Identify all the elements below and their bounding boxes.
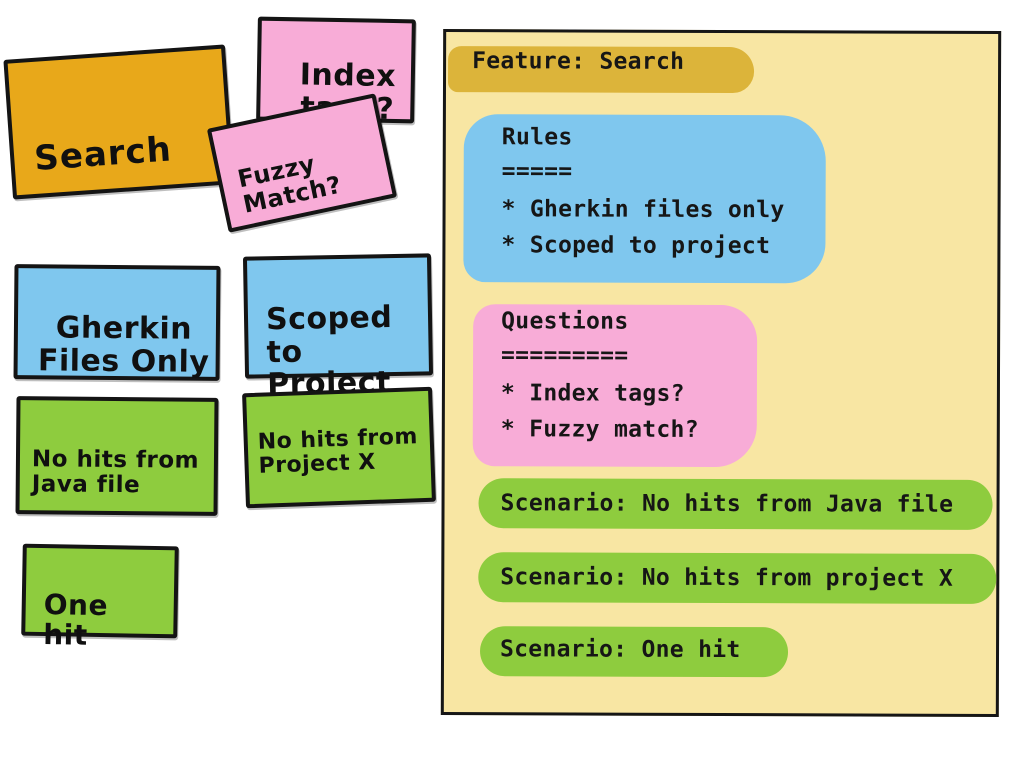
no-hits-java-card-label: No hits from Java file xyxy=(31,446,200,498)
rule-item: * Scoped to project xyxy=(501,232,771,260)
scenario-line: Scenario: One hit xyxy=(499,636,741,664)
question-item: * Fuzzy match? xyxy=(500,416,699,443)
questions-underline: ========= xyxy=(501,342,629,369)
scoped-to-project-card: Scoped to Project xyxy=(242,253,434,402)
one-hit-card: One hit xyxy=(21,543,179,652)
question-item: * Index tags? xyxy=(500,380,685,407)
search-card-label: Search xyxy=(32,129,174,179)
questions-heading: Questions xyxy=(501,308,629,335)
no-hits-project-x-card-label: No hits from Project X xyxy=(257,424,419,479)
gherkin-files-only-card: Gherkin Files Only xyxy=(13,264,221,381)
gherkin-files-only-card-label: Gherkin Files Only xyxy=(37,310,210,380)
scenario-line: Scenario: No hits from project X xyxy=(500,564,954,592)
feature-file-panel: Feature: Search Rules ===== * Gherkin fi… xyxy=(440,29,1002,717)
no-hits-project-x-card: No hits from Project X xyxy=(242,386,436,509)
feature-line: Feature: Search xyxy=(472,48,685,75)
rules-heading: Rules xyxy=(501,124,573,151)
one-hit-card-label: One hit xyxy=(42,588,109,653)
fuzzy-match-card-label: Fuzzy Match? xyxy=(235,149,344,219)
rules-underline: ===== xyxy=(501,158,573,185)
fuzzy-match-card: Fuzzy Match? xyxy=(206,93,398,233)
scenario-line: Scenario: No hits from Java file xyxy=(500,490,954,518)
no-hits-java-card: No hits from Java file xyxy=(15,396,219,516)
search-card: Search xyxy=(3,44,235,200)
rule-item: * Gherkin files only xyxy=(501,196,785,224)
